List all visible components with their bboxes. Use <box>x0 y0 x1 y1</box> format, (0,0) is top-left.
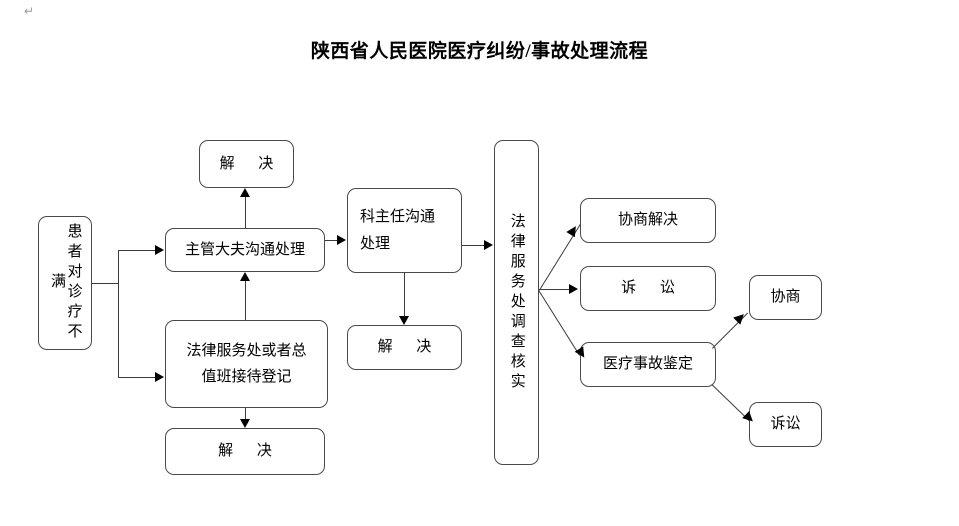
edge-start-stem <box>92 283 119 284</box>
edge-doctor-to-resolve-top <box>245 197 246 228</box>
node-negotiated-settlement[interactable]: 协商解决 <box>580 198 716 243</box>
edge-investigation-to-appraisal <box>538 290 581 356</box>
node-lawsuit-secondary[interactable]: 诉讼 <box>749 402 822 447</box>
edge-doctor-to-director <box>325 240 338 241</box>
arrow-start-to-doctor <box>155 245 164 255</box>
paragraph-mark: ↵ <box>24 4 35 18</box>
node-negotiation-label: 协商 <box>770 289 801 306</box>
node-resolve-top[interactable]: 解 决 <box>199 140 294 188</box>
arrow-investigation-to-lawsuit <box>569 284 578 294</box>
node-negotiated-settlement-label: 协商解决 <box>617 212 678 229</box>
edge-director-to-investigation <box>462 245 485 246</box>
node-patient-dissatisfied-label: 患者对诊疗不满 <box>49 223 82 343</box>
node-resolve-top-label: 解 决 <box>219 155 284 172</box>
arrow-legal-desk-to-resolve-bottom <box>240 419 250 428</box>
node-legal-service-desk-label: 法律服务处或者总 值班接待登记 <box>186 342 307 385</box>
arrow-appraisal-to-negotiation <box>733 310 748 325</box>
arrow-doctor-to-director <box>337 235 346 245</box>
node-lawsuit-primary[interactable]: 诉 讼 <box>580 266 716 311</box>
node-attending-doctor[interactable]: 主管大夫沟通处理 <box>165 228 325 272</box>
node-resolve-middle-label: 解 决 <box>377 339 442 356</box>
arrow-start-to-legal-desk <box>155 372 164 382</box>
node-legal-service-desk[interactable]: 法律服务处或者总 值班接待登记 <box>165 320 328 408</box>
node-negotiation[interactable]: 协商 <box>749 275 822 320</box>
arrow-doctor-to-resolve-top <box>240 188 250 197</box>
node-resolve-middle[interactable]: 解 决 <box>347 325 462 370</box>
arrow-legal-desk-to-doctor <box>240 272 250 281</box>
node-attending-doctor-label: 主管大夫沟通处理 <box>184 241 305 258</box>
edge-start-to-doctor <box>118 250 156 251</box>
node-medical-accident-appraisal[interactable]: 医疗事故鉴定 <box>580 342 716 387</box>
arrow-director-to-investigation <box>484 240 493 250</box>
node-resolve-bottom-label: 解 决 <box>218 443 282 460</box>
edge-legal-desk-to-resolve-bottom <box>245 408 246 419</box>
node-legal-investigation-label: 法律服务处调查核实 <box>508 212 525 393</box>
edge-legal-desk-to-doctor <box>245 281 246 320</box>
node-department-director[interactable]: 科主任沟通 处理 <box>347 188 462 273</box>
node-medical-accident-appraisal-label: 医疗事故鉴定 <box>602 356 693 373</box>
node-legal-investigation[interactable]: 法律服务处调查核实 <box>494 140 539 465</box>
node-department-director-label: 科主任沟通 处理 <box>360 209 436 252</box>
node-patient-dissatisfied[interactable]: 患者对诊疗不满 <box>38 216 92 350</box>
node-resolve-bottom[interactable]: 解 决 <box>165 428 325 475</box>
page-title: 陕西省人民医院医疗纠纷/事故处理流程 <box>310 41 649 62</box>
edge-start-to-legal-desk <box>118 377 156 378</box>
edge-director-to-resolve-middle <box>404 273 405 316</box>
edge-investigation-to-lawsuit <box>539 289 570 290</box>
node-lawsuit-secondary-label: 诉讼 <box>770 416 801 433</box>
arrow-director-to-resolve-middle <box>399 316 409 325</box>
edge-start-split <box>118 250 119 378</box>
node-lawsuit-primary-label: 诉 讼 <box>621 280 685 297</box>
